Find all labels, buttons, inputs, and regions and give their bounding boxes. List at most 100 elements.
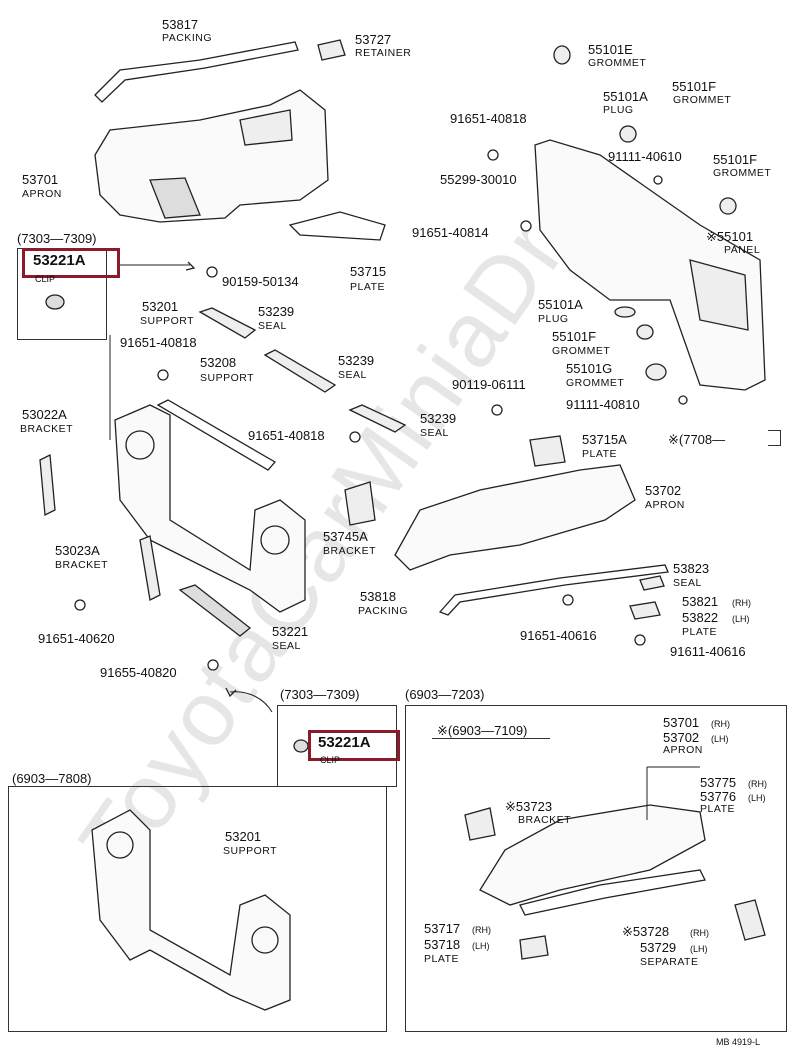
label-53723: ※53723 <box>505 799 553 814</box>
label-53775: 53775 <box>700 775 737 790</box>
grommets <box>553 45 737 381</box>
label-55101A: 55101A <box>603 89 648 104</box>
clip-label-2: CLIP <box>320 755 341 765</box>
name-53239-c: SEAL <box>420 427 449 439</box>
label-55101A-b: 55101A <box>538 297 583 312</box>
range-label-3: (6903—7808) <box>12 771 92 786</box>
name-53239-a: SEAL <box>258 320 287 332</box>
apron-6903-7203 <box>479 804 706 906</box>
side-53822: (LH) <box>732 614 750 624</box>
seal-strip-1 <box>198 307 257 339</box>
name-53718: PLATE <box>424 953 459 965</box>
side-53718: (LH) <box>472 941 490 951</box>
name-53221: SEAL <box>272 640 301 652</box>
range-box-5 <box>432 738 550 739</box>
range-box-3 <box>8 786 387 1032</box>
name-53715: PLATE <box>350 281 385 293</box>
label-91111-a: 91111-40610 <box>608 149 682 164</box>
label-55101F-b: 55101F <box>713 152 758 167</box>
range-box-4 <box>405 705 787 1032</box>
name-53823: SEAL <box>673 577 702 589</box>
label-53718: 53718 <box>424 937 461 952</box>
highlight-box-1 <box>22 248 120 278</box>
label-91111-b: 91111-40810 <box>566 397 640 412</box>
range-label-1: (7303—7309) <box>17 231 97 246</box>
seal-53823 <box>639 575 665 591</box>
label-55101F: 55101F <box>672 79 717 94</box>
label-53817: 53817 <box>162 17 199 32</box>
side-53702-b: (LH) <box>711 734 729 744</box>
label-91651-f: 91651-40616 <box>520 628 597 643</box>
label-53701: 53701 <box>22 172 59 187</box>
label-55101G: 55101G <box>566 361 613 376</box>
side-53821: (RH) <box>732 598 751 608</box>
label-53717: 53717 <box>424 921 461 936</box>
highlight-box-2 <box>308 730 400 761</box>
label-53239-b: 53239 <box>338 353 375 368</box>
name-53201-b: SUPPORT <box>223 845 278 857</box>
name-53701: APRON <box>22 188 62 200</box>
name-53022A: BRACKET <box>20 423 74 435</box>
label-53715: 53715 <box>350 264 387 279</box>
label-91651-b: 91651-40818 <box>248 428 325 443</box>
label-55101F-c: 55101F <box>552 329 597 344</box>
label-53821: 53821 <box>682 594 719 609</box>
bracket-53723 <box>464 807 496 841</box>
support-53208 <box>156 399 277 471</box>
retainer-part <box>317 39 346 61</box>
name-55101E: GROMMET <box>588 57 647 69</box>
highlighted-part-2[interactable]: 53221A <box>318 734 371 751</box>
name-53201: SUPPORT <box>140 315 195 327</box>
range-label-6: ※(6903—7109) <box>437 723 528 738</box>
plate-53821 <box>629 601 661 620</box>
fastener-bolts <box>74 149 688 671</box>
reference-code: MB 4919-L <box>716 1037 761 1047</box>
label-53201-b: 53201 <box>225 829 262 844</box>
highlighted-part-1[interactable]: 53221A <box>33 252 86 269</box>
label-90159: 90159-50134 <box>222 274 299 289</box>
label-53201: 53201 <box>142 299 179 314</box>
label-55101: ※55101 <box>706 229 754 244</box>
bracket-53022A <box>39 453 56 517</box>
seal-53221 <box>178 584 252 637</box>
name-53817: PACKING <box>162 32 212 44</box>
name-53745A: BRACKET <box>323 545 377 557</box>
name-55101A-b: PLUG <box>538 313 569 325</box>
label-53208: 53208 <box>200 355 237 370</box>
side-53728: (RH) <box>690 928 709 938</box>
name-53702-b: APRON <box>663 744 703 756</box>
range-label-4: ※(7708— <box>668 432 726 447</box>
name-55101G: GROMMET <box>566 377 625 389</box>
label-91611: 91611-40616 <box>670 644 746 659</box>
range-label-2: (7303—7309) <box>280 687 360 702</box>
label-91651-e: 91651-40814 <box>412 225 489 240</box>
label-53702: 53702 <box>645 483 682 498</box>
name-53715A: PLATE <box>582 448 617 460</box>
name-53727: RETAINER <box>355 47 412 59</box>
side-53729: (LH) <box>690 944 708 954</box>
bracket-53745A <box>344 481 376 526</box>
name-53702: APRON <box>645 499 685 511</box>
label-91651-d: 91651-40818 <box>450 111 527 126</box>
name-55101F: GROMMET <box>673 94 732 106</box>
apron-top-left <box>94 89 329 223</box>
label-53727: 53727 <box>355 32 392 47</box>
label-91651-c: 91651-40620 <box>38 631 115 646</box>
apron-53702 <box>394 464 636 571</box>
side-53776: (LH) <box>748 793 766 803</box>
label-90119: 90119-06111 <box>452 377 526 392</box>
label-53702-b: 53702 <box>663 730 700 745</box>
label-53221: 53221 <box>272 624 309 639</box>
name-53023A: BRACKET <box>55 559 109 571</box>
plate-53717 <box>519 935 549 960</box>
label-53818: 53818 <box>360 589 397 604</box>
label-53022A: 53022A <box>22 407 67 422</box>
name-53729: SEPARATE <box>640 956 699 968</box>
seal-strip-3 <box>348 404 407 433</box>
label-55101E: 55101E <box>588 42 633 57</box>
plate-53715 <box>288 211 386 241</box>
label-53701-b: 53701 <box>663 715 700 730</box>
label-55299: 55299-30010 <box>440 172 517 187</box>
label-53239-c: 53239 <box>420 411 457 426</box>
